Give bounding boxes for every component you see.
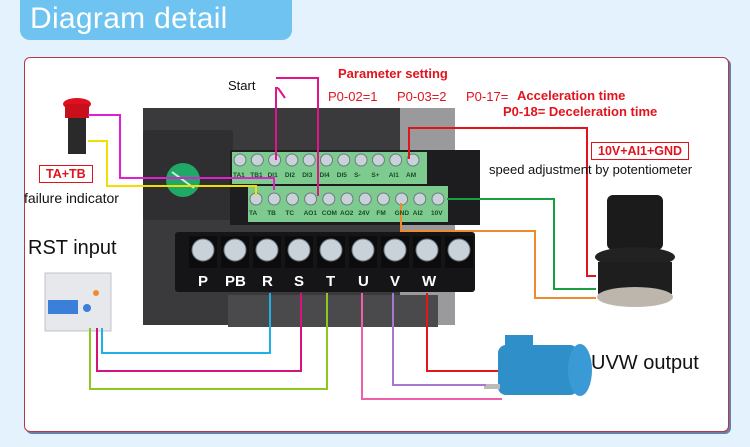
- param-p0-03: P0-03=2: [397, 89, 447, 104]
- control-terminal-label: DI5: [336, 172, 347, 179]
- control-terminal-label: TA1: [233, 172, 245, 179]
- potentiometer-knob: [607, 195, 663, 250]
- wire-gnd: [400, 203, 596, 299]
- power-terminal-screw: [223, 238, 247, 262]
- control-terminal-label: 10V: [431, 210, 443, 217]
- control-terminal-screw: [376, 192, 390, 206]
- control-terminal-screw: [233, 153, 247, 167]
- control-terminal-label: S+: [371, 172, 380, 179]
- rst-input-label: RST input: [28, 237, 117, 259]
- param-p0-17: P0-17=: [466, 89, 509, 104]
- control-terminal-label: FM: [376, 210, 386, 217]
- control-terminal-label: AM: [406, 172, 417, 179]
- power-terminal-label-u: U: [358, 273, 369, 290]
- potentiometer-caption: speed adjustment by potentiometer: [489, 162, 693, 177]
- breaker-switches: [48, 300, 78, 314]
- power-terminal-label-p: P: [198, 273, 209, 290]
- wire-ta: [88, 140, 257, 195]
- control-terminal-screw: [354, 153, 368, 167]
- control-terminal-label: TB: [267, 210, 276, 217]
- power-terminal-screw: [287, 238, 311, 262]
- control-terminal-screw: [302, 153, 316, 167]
- param-p0-02: P0-02=1: [328, 89, 378, 104]
- control-terminal-label: DI4: [319, 172, 330, 179]
- control-terminal-screw: [337, 153, 351, 167]
- power-terminal-label-pb: PB: [225, 273, 246, 290]
- indicator-lamp-body: [68, 118, 86, 154]
- wire-tb: [88, 114, 275, 190]
- control-terminal-label: AI1: [388, 172, 399, 179]
- power-terminal-label-r: R: [262, 273, 273, 290]
- title-banner: [20, 0, 292, 40]
- start-label: Start: [228, 78, 256, 93]
- wire-start-di1: [275, 87, 278, 160]
- control-terminal-label: S-: [354, 172, 361, 179]
- wire-v: [392, 293, 486, 386]
- power-terminal-screw: [383, 238, 407, 262]
- motor-terminal-box: [505, 335, 533, 349]
- power-terminal-label-s: S: [294, 273, 305, 290]
- control-terminal-label: AI2: [412, 210, 423, 217]
- power-terminal-label-t: T: [326, 273, 336, 290]
- control-terminal-label: TA: [249, 210, 258, 217]
- acceleration-time-label: Acceleration time: [517, 88, 626, 103]
- control-terminal-screw: [431, 192, 445, 206]
- control-terminal-label: TB1: [250, 172, 263, 179]
- control-terminal-screw: [285, 192, 299, 206]
- control-terminal-screw: [320, 153, 333, 167]
- control-terminal-screw: [358, 192, 372, 206]
- potentiometer-terminals-label: 10V+AI1+GND: [591, 142, 690, 160]
- control-terminal-label: 24V: [358, 210, 370, 217]
- control-terminal-screw: [304, 192, 318, 206]
- power-terminal-screw: [447, 238, 471, 262]
- power-terminal-screw: [319, 238, 343, 262]
- page-title: Diagram detail: [30, 2, 228, 35]
- param-p0-18: P0-18= Deceleration time: [503, 104, 658, 119]
- power-terminal-screw: [351, 238, 375, 262]
- control-terminal-screw: [340, 192, 354, 206]
- control-terminal-screw: [371, 153, 385, 167]
- power-terminal-label-v: V: [390, 273, 401, 290]
- control-terminal-label: AO2: [340, 210, 354, 217]
- wire-start-com: [276, 77, 319, 196]
- uvw-output-label: UVW output: [591, 352, 699, 374]
- wire-w: [426, 293, 498, 372]
- control-terminal-screw: [267, 192, 281, 206]
- motor-body: [498, 345, 578, 395]
- wire-t: [89, 293, 328, 390]
- power-terminal-label-w: W: [422, 273, 437, 290]
- control-terminal-label: GND: [394, 210, 410, 217]
- power-terminal-screw: [255, 238, 279, 262]
- control-terminal-label: DI1: [267, 172, 278, 179]
- indicator-lamp-cap: [65, 104, 89, 118]
- parameter-setting-title: Parameter setting: [338, 66, 448, 81]
- control-terminal-screw: [250, 153, 264, 167]
- control-terminal-label: DI2: [284, 172, 296, 179]
- control-terminal-screw: [389, 153, 403, 167]
- start-switch-icon: [277, 87, 286, 99]
- control-terminal-screw: [285, 153, 299, 167]
- power-terminal-screw: [415, 238, 439, 262]
- control-terminal-screw: [413, 192, 427, 206]
- wire-s: [96, 293, 302, 372]
- wire-u: [361, 293, 502, 400]
- inverter-mount: [228, 295, 438, 327]
- power-terminal-screw: [191, 238, 215, 262]
- ta-tb-label: TA+TB: [39, 165, 93, 183]
- control-terminal-label: AO1: [303, 210, 317, 217]
- control-terminal-label: TC: [285, 210, 295, 217]
- control-terminal-screw: [322, 192, 336, 206]
- control-terminal-screw: [268, 153, 282, 167]
- motor-shaft: [484, 384, 500, 389]
- wire-r: [101, 293, 271, 354]
- control-terminal-label: COM: [321, 210, 337, 217]
- failure-indicator-label: failure indicator: [24, 190, 119, 206]
- wire-ai1: [408, 127, 596, 277]
- control-terminal-label: DI3: [302, 172, 313, 179]
- wire-10v: [447, 198, 596, 290]
